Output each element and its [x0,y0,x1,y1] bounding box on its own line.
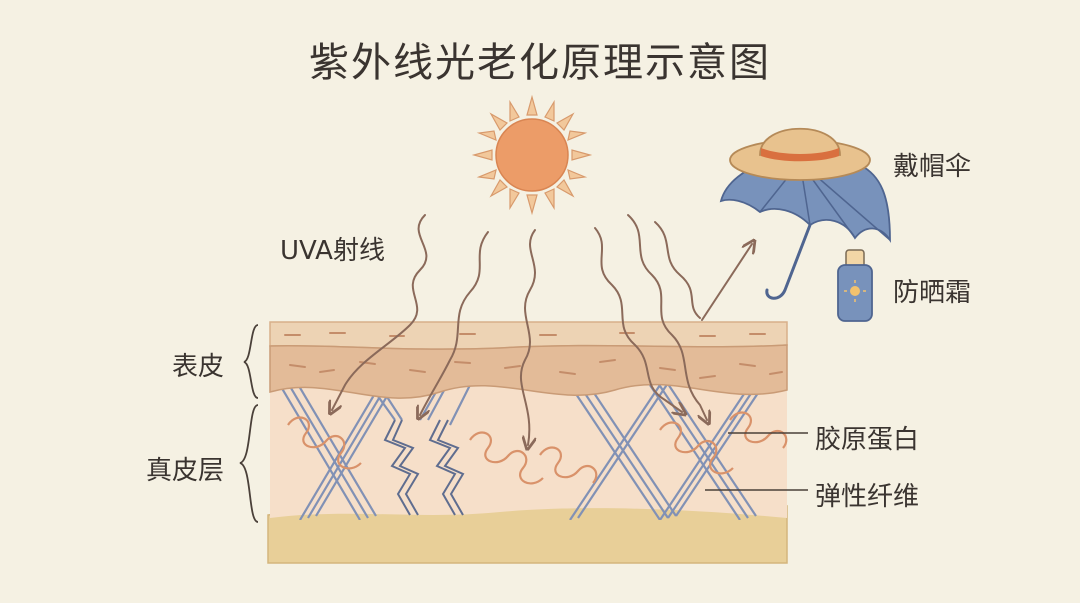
page-title: 紫外线光老化原理示意图 [309,40,771,86]
elastin-fiber-coils [287,411,788,485]
reflection-arrow [701,244,752,321]
collagen-fiber-cross [279,384,397,520]
sunscreen-label: 防晒霜 [893,278,972,308]
leader-lines [705,432,808,491]
elastin-coil [539,446,598,484]
uva-ray-label: UVA射线 [280,236,385,266]
uva-ray [627,214,707,420]
elastin-coil [659,421,734,475]
epidermis-label: 表皮 [172,352,225,382]
elastin-label: 弹性纤维 [815,482,920,512]
sun-hat-icon [729,128,871,181]
elastin-coil [287,416,362,470]
uva-ray [519,229,535,445]
collagen-fiber-cross [569,384,677,520]
sun-icon [471,94,593,216]
uva-rays [332,214,752,445]
elastin-coil [469,431,544,485]
epidermis-cell-marks [284,332,783,379]
uva-ray [594,227,682,412]
dermis-brace [239,404,259,523]
hat-umbrella-label: 戴帽伞 [893,152,972,182]
uva-ray [420,231,489,415]
sunscreen-bottle-icon [837,249,873,322]
layer-braces [239,324,259,523]
damaged-collagen [383,419,465,516]
uva-ray-reflected [654,221,701,319]
collagen-label: 胶原蛋白 [815,425,920,455]
epidermis-brace [243,324,259,399]
uva-ray [332,214,428,410]
dermis-label: 真皮层 [146,456,225,486]
